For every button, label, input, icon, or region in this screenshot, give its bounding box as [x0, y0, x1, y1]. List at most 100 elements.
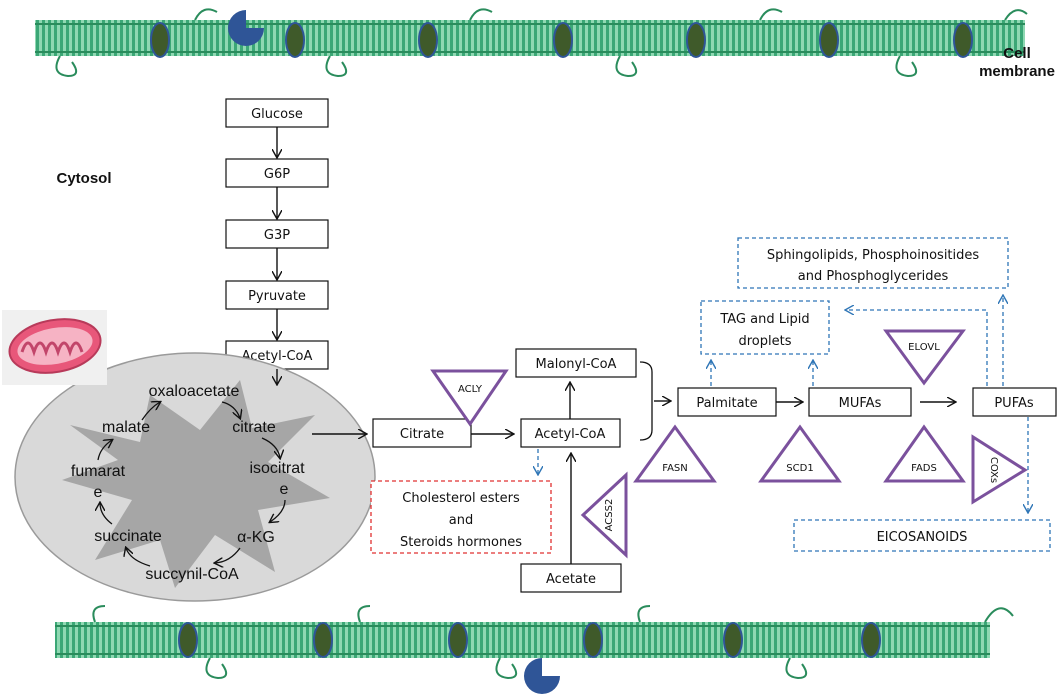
scd1-label: SCD1 — [786, 463, 813, 474]
eicosanoids-label: EICOSANOIDS — [877, 530, 968, 545]
elovl-label: ELOVL — [908, 342, 940, 353]
membrane-protein-loop — [55, 55, 78, 78]
enzyme-elovl: ELOVL — [883, 329, 966, 386]
sphingolipids-box — [737, 237, 1009, 289]
enzyme-fads: FADS — [883, 424, 966, 483]
acetyl-coa-box — [520, 418, 621, 448]
g6p-box — [225, 158, 329, 188]
cholesterol-label-line2: and — [449, 513, 473, 528]
pyruvate-label: Pyruvate — [248, 289, 306, 304]
membrane-channel — [819, 22, 839, 58]
membrane-protein-loop — [357, 605, 371, 623]
cholesterol-label-line3: Steroids hormones — [400, 535, 522, 550]
fads-label: FADS — [911, 463, 937, 474]
membrane-channel — [418, 22, 438, 58]
citrate-box — [372, 418, 472, 448]
membrane-protein-loop — [984, 607, 1014, 623]
membrane-protein-loop — [92, 605, 106, 623]
glucose-label: Glucose — [251, 107, 303, 122]
acly-label: ACLY — [458, 384, 483, 395]
membrane-bilayer — [55, 622, 990, 658]
eicosanoids-box — [793, 519, 1051, 552]
top-cell-membrane — [35, 8, 1028, 78]
membrane-protein-loop — [895, 55, 918, 78]
membrane-protein-loop — [194, 8, 218, 21]
membrane-protein-loop — [637, 605, 651, 623]
tag-label-line2: droplets — [739, 334, 792, 349]
cell-membrane-label-line2: membrane — [979, 63, 1055, 80]
membrane-channel — [313, 622, 333, 658]
membrane-protein-loop — [615, 55, 638, 78]
acetyl-coa-box-label: Acetyl-CoA — [535, 427, 606, 442]
mitochondrion-cristae — [62, 380, 330, 588]
membrane-protein-loop — [1004, 9, 1028, 21]
glycolysis-pathway: Glucose G6P G3P Pyruvate Acetyl-CoA — [225, 98, 329, 370]
acss2-label: ACSS2 — [604, 499, 615, 532]
cholesterol-label-line1: Cholesterol esters — [402, 491, 520, 506]
enzyme-coxs: COXs — [971, 434, 1028, 505]
membrane-channel — [583, 622, 603, 658]
enzyme-fasn: FASN — [633, 424, 717, 483]
g3p-box — [225, 219, 329, 249]
succinyl-coa-label: succynil-CoA — [145, 566, 239, 583]
membrane-channel — [553, 22, 573, 58]
fumarate-label-line1: fumarat — [71, 463, 126, 480]
membrane-channel — [686, 22, 706, 58]
sphingo-label-line1: Sphingolipids, Phosphoinositides — [767, 248, 980, 263]
enzyme-acss2: ACSS2 — [580, 471, 628, 559]
bottom-cell-membrane — [55, 605, 1014, 694]
acetate-box — [520, 563, 622, 593]
cholesterol-box — [370, 480, 552, 554]
tag-label-line1: TAG and Lipid — [719, 312, 809, 327]
cytosol-label: Cytosol — [56, 170, 111, 187]
enzyme-acly: ACLY — [430, 369, 509, 427]
membrane-channel — [861, 622, 881, 658]
citrate-mito-label: citrate — [232, 419, 276, 436]
acetate-box-label: Acetate — [546, 572, 596, 587]
membrane-channel — [285, 22, 305, 58]
isocitrate-label-line1: isocitrat — [249, 460, 305, 477]
mufas-box — [808, 387, 912, 417]
enzyme-scd1: SCD1 — [758, 424, 842, 483]
malonyl-coa-box — [515, 348, 637, 378]
fumarate-label-line2: e — [94, 484, 103, 501]
mitochondrion: oxaloacetate citrate isocitrat e α-KG su… — [14, 352, 376, 602]
tag-lipid-droplets-box — [700, 300, 830, 355]
membrane-protein-loop — [205, 657, 228, 680]
membrane-channel — [448, 622, 468, 658]
palmitate-box-label: Palmitate — [696, 396, 757, 411]
coxs-label: COXs — [988, 457, 999, 483]
membrane-protein-loop — [469, 8, 493, 21]
mitochondrion-icon — [2, 310, 107, 385]
membrane-channel — [953, 22, 973, 58]
sphingo-label-line2: and Phosphoglycerides — [798, 269, 949, 284]
membrane-protein-loop — [785, 657, 808, 680]
membrane-bilayer — [35, 20, 1025, 56]
glucose-box — [225, 98, 329, 128]
fasn-label: FASN — [662, 463, 688, 474]
membrane-channel — [150, 22, 170, 58]
succinate-label: succinate — [94, 528, 162, 545]
receptor-icon — [228, 10, 264, 46]
oxaloacetate-label: oxaloacetate — [149, 383, 240, 400]
mufas-box-label: MUFAs — [839, 396, 882, 411]
citrate-box-label: Citrate — [400, 427, 444, 442]
membrane-protein-loop — [325, 55, 348, 78]
cell-membrane-label-line1: Cell — [1003, 45, 1031, 62]
malate-label: malate — [102, 419, 150, 436]
pufas-box — [972, 387, 1057, 417]
membrane-protein-loop — [495, 657, 518, 680]
membrane-channel — [723, 622, 743, 658]
g6p-label: G6P — [264, 167, 290, 182]
receptor-icon — [524, 658, 560, 694]
malonyl-coa-box-label: Malonyl-CoA — [536, 357, 617, 372]
mito-acetyl-coa-label: Acetyl-CoA — [242, 349, 313, 364]
alpha-kg-label: α-KG — [237, 529, 275, 546]
pyruvate-box — [225, 280, 329, 310]
pufas-box-label: PUFAs — [994, 396, 1034, 411]
membrane-channel — [178, 622, 198, 658]
g3p-label: G3P — [264, 228, 290, 243]
membrane-protein-loop — [759, 8, 783, 21]
isocitrate-label-line2: e — [280, 481, 289, 498]
